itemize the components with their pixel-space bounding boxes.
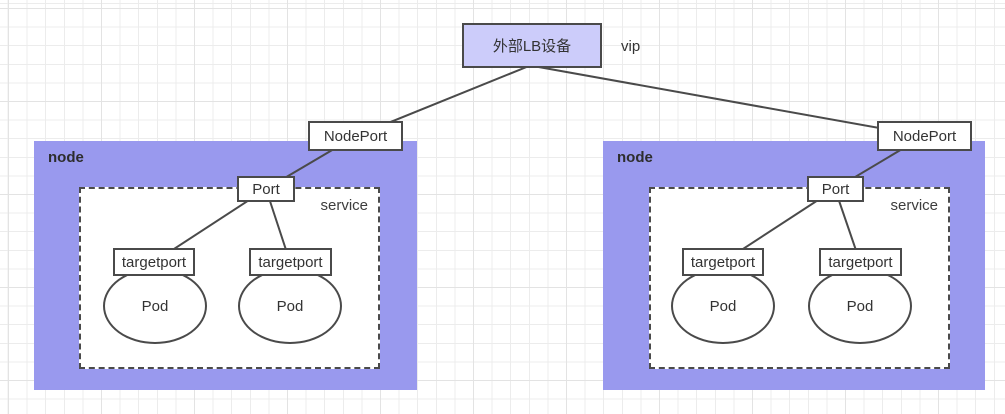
node-label: node	[617, 149, 653, 166]
pod-ellipse: Pod	[103, 268, 207, 344]
node-label: node	[48, 149, 84, 166]
service-label: service	[320, 197, 368, 214]
pod-ellipse: Pod	[808, 268, 912, 344]
port-box: Port	[237, 176, 295, 202]
targetport-box: targetport	[819, 248, 902, 276]
external-lb-box: 外部LB设备	[462, 23, 602, 68]
targetport-box: targetport	[682, 248, 764, 276]
targetport-box: targetport	[113, 248, 195, 276]
nodeport-box: NodePort	[877, 121, 972, 151]
vip-label: vip	[621, 38, 641, 55]
edge-lb-to-nodeport-right	[532, 65, 925, 137]
port-box: Port	[807, 176, 864, 202]
service-label: service	[890, 197, 938, 214]
pod-ellipse: Pod	[238, 268, 342, 344]
nodeport-box: NodePort	[308, 121, 403, 151]
targetport-box: targetport	[249, 248, 332, 276]
pod-ellipse: Pod	[671, 268, 775, 344]
